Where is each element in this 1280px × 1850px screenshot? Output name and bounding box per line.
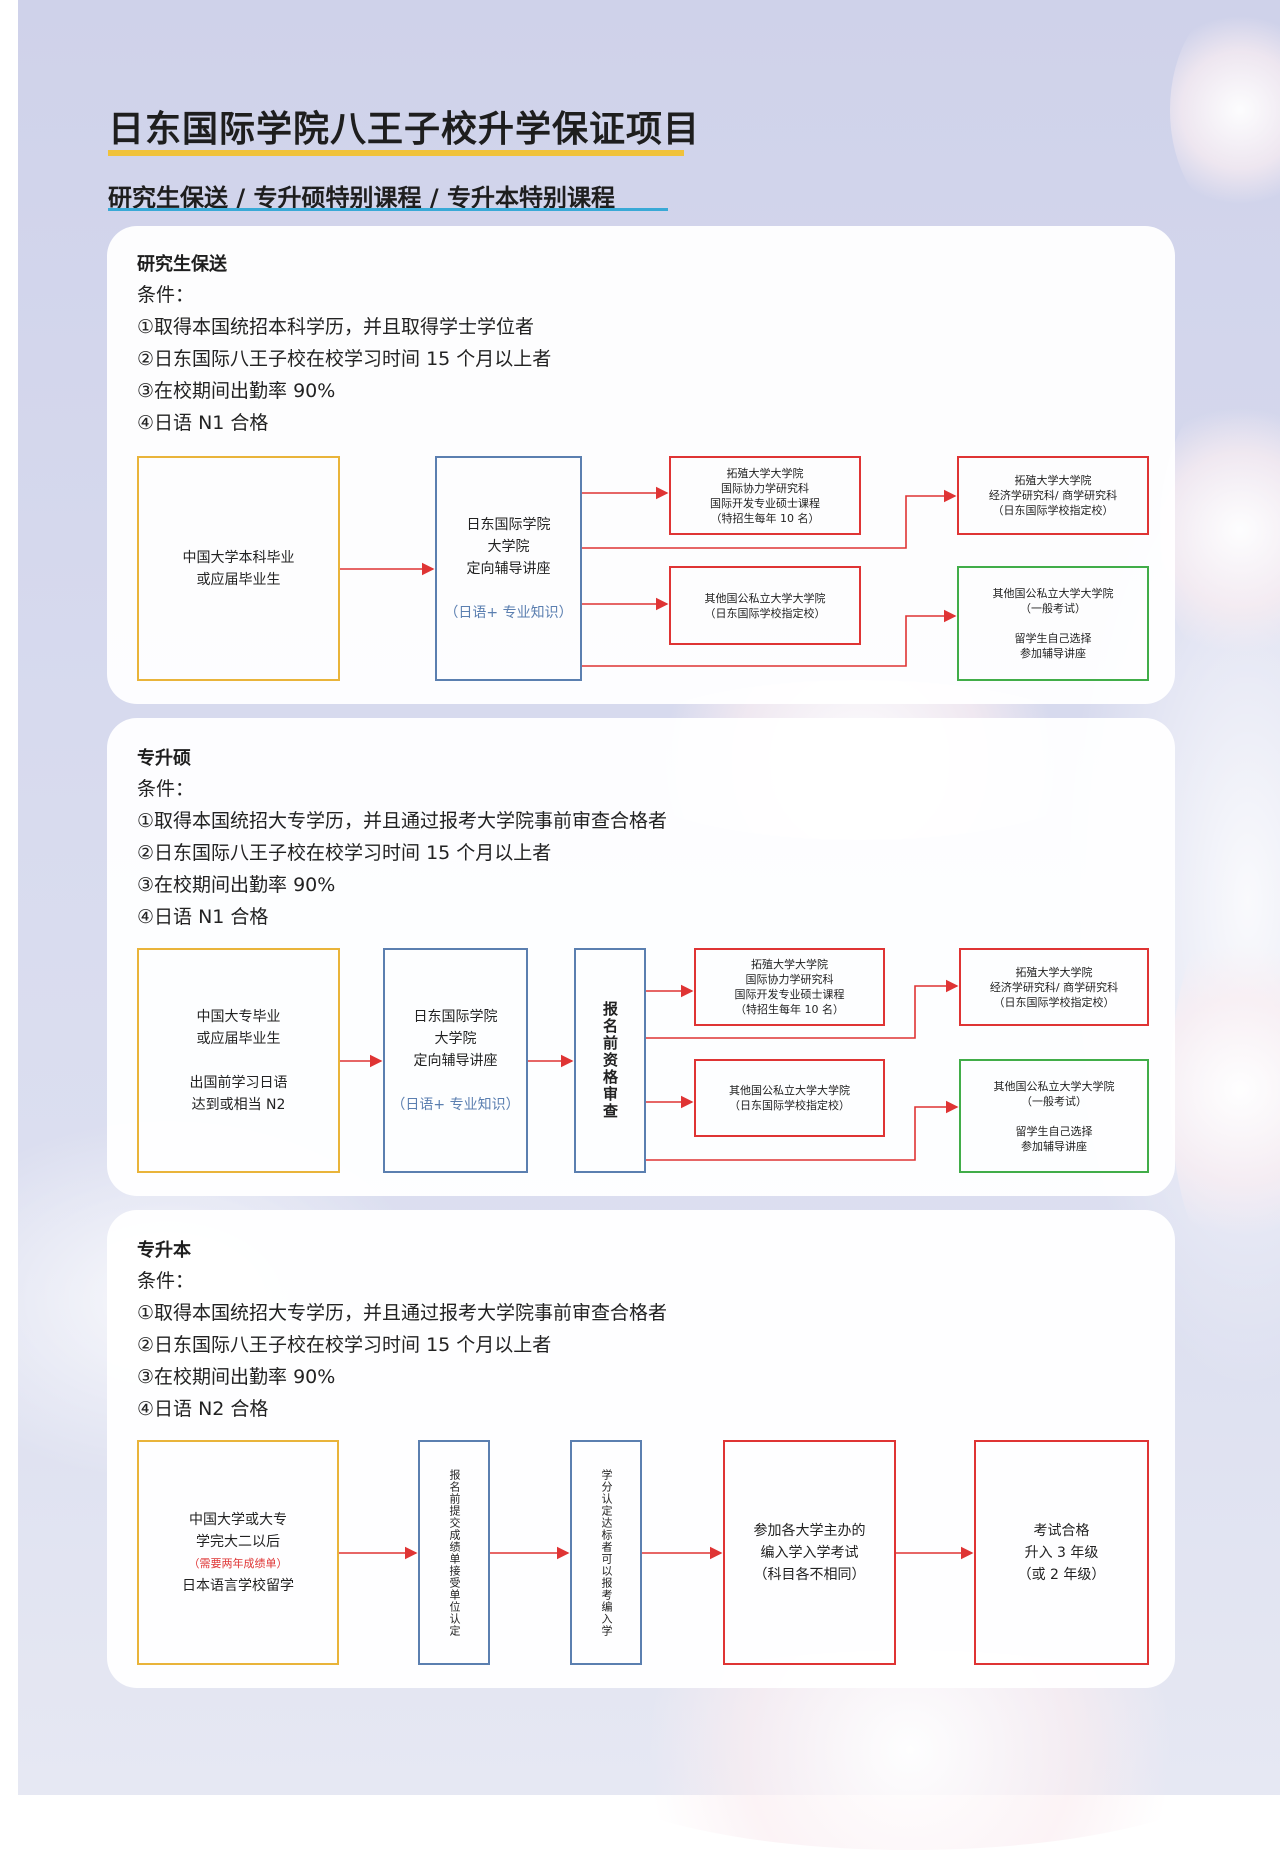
page-title: 日东国际学院八王子校升学保证项目 bbox=[108, 100, 700, 152]
flow-arrows bbox=[107, 718, 1175, 1196]
flow-arrows bbox=[107, 1210, 1175, 1688]
subtitle-underline bbox=[108, 208, 668, 211]
section-card-graduate: 研究生保送 条件： ①取得本国统招本科学历，并且取得学士学位者 ②日东国际八王子… bbox=[107, 226, 1175, 704]
section-card-college-to-bachelor: 专升本 条件： ①取得本国统招大专学历，并且通过报考大学院事前审查合格者 ②日东… bbox=[107, 1210, 1175, 1688]
title-underline bbox=[108, 150, 684, 156]
flow-arrows bbox=[107, 226, 1175, 704]
section-card-college-to-master: 专升硕 条件： ①取得本国统招大专学历，并且通过报考大学院事前审查合格者 ②日东… bbox=[107, 718, 1175, 1196]
